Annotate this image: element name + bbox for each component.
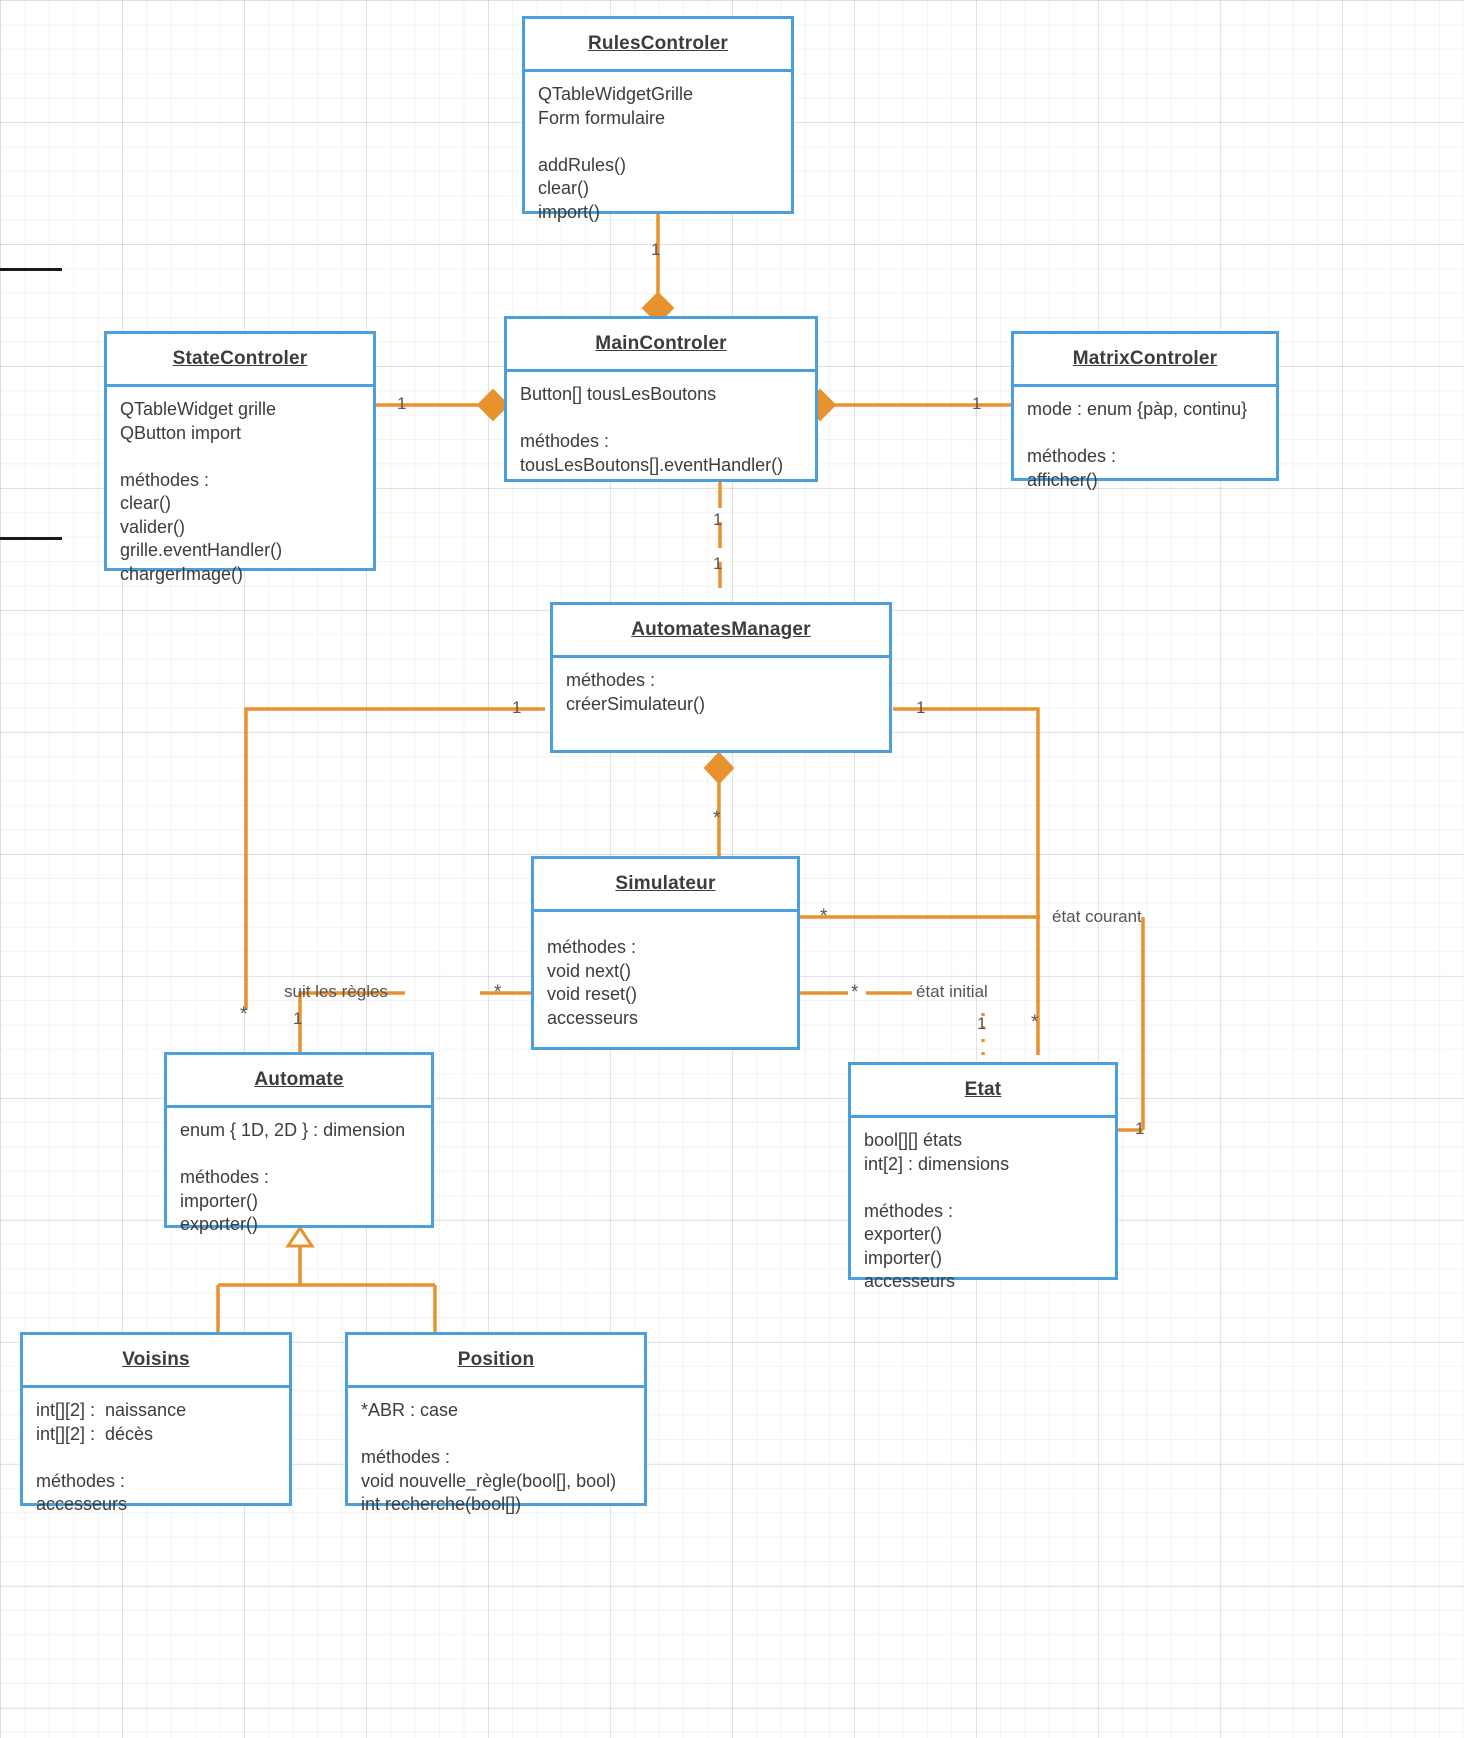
class-title-main-controler: MainControler [507, 319, 815, 372]
class-box-main-controler[interactable]: MainControler Button[] tousLesBoutons mé… [504, 316, 818, 482]
multiplicity-etat-initial-star: * [851, 982, 859, 1003]
multiplicity-etat-right-one: 1 [1135, 1119, 1145, 1138]
class-body-position: *ABR : case méthodes : void nouvelle_règ… [361, 1400, 617, 1514]
multiplicity-manager-to-simulateur-star: * [713, 808, 721, 829]
class-box-state-controler[interactable]: StateControler QTableWidget grille QButt… [104, 331, 376, 584]
label-etat-courant: état courant [1052, 907, 1142, 926]
class-box-voisins[interactable]: Voisins int[][2] : naissance int[][2] : … [20, 1332, 292, 1514]
class-title-etat: Etat [851, 1065, 1115, 1118]
multiplicity-etat-initial-one: 1 [977, 1014, 987, 1033]
class-title-rules-controler: RulesControler [525, 19, 791, 72]
class-body-simulateur: méthodes : void next() void reset() acce… [547, 937, 639, 1028]
label-suit-les-regles: suit les règles [284, 982, 388, 1001]
class-title-matrix-controler: MatrixControler [1014, 334, 1276, 387]
class-body-rules-controler: QTableWidgetGrille Form formulaire addRu… [538, 84, 694, 222]
multiplicity-main-to-matrix: 1 [972, 394, 982, 413]
class-box-automate[interactable]: Automate enum { 1D, 2D } : dimension mét… [164, 1052, 434, 1234]
multiplicity-etat-courant-star: * [820, 906, 828, 927]
edge-manager-to-etat [893, 707, 1040, 1055]
multiplicity-automate-one: 1 [293, 1009, 303, 1028]
class-title-position: Position [348, 1335, 644, 1388]
multiplicity-simulateur-to-automate-star: * [494, 982, 502, 1003]
multiplicity-etat-courant-drop-star: * [1031, 1012, 1039, 1033]
class-box-matrix-controler[interactable]: MatrixControler mode : enum {pàp, contin… [1011, 331, 1279, 490]
class-box-simulateur[interactable]: Simulateur méthodes : void next() void r… [531, 856, 800, 1050]
class-body-automates-manager: méthodes : créerSimulateur() [566, 670, 706, 714]
label-etat-initial: état initial [916, 982, 988, 1001]
class-box-etat[interactable]: Etat bool[][] états int[2] : dimensions … [848, 1062, 1118, 1291]
class-body-voisins: int[][2] : naissance int[][2] : décès mé… [36, 1400, 187, 1514]
multiplicity-manager-to-etat: 1 [916, 698, 926, 717]
class-title-state-controler: StateControler [107, 334, 373, 387]
class-title-voisins: Voisins [23, 1335, 289, 1388]
class-title-simulateur: Simulateur [534, 859, 797, 912]
class-title-automates-manager: AutomatesManager [553, 605, 889, 658]
multiplicity-manager-to-automate: 1 [512, 698, 522, 717]
class-title-automate: Automate [167, 1055, 431, 1108]
multiplicity-state-to-main: 1 [397, 394, 407, 413]
class-body-automate: enum { 1D, 2D } : dimension méthodes : i… [180, 1120, 406, 1234]
multiplicity-main-to-manager-top: 1 [713, 510, 723, 529]
left-frame-top-edge [0, 268, 62, 271]
class-body-matrix-controler: mode : enum {pàp, continu} méthodes : af… [1027, 399, 1248, 490]
class-body-main-controler: Button[] tousLesBoutons méthodes : tousL… [520, 384, 784, 475]
class-box-automates-manager[interactable]: AutomatesManager méthodes : créerSimulat… [550, 602, 892, 753]
left-frame-bottom-edge [0, 537, 62, 540]
diamond-manager-bottom [703, 751, 735, 785]
class-box-position[interactable]: Position *ABR : case méthodes : void nou… [345, 1332, 647, 1514]
edge-manager-to-automate [244, 707, 545, 1010]
class-body-state-controler: QTableWidget grille QButton import métho… [120, 399, 283, 584]
multiplicity-rules-to-main: 1 [651, 240, 661, 259]
class-box-rules-controler[interactable]: RulesControler QTableWidgetGrille Form f… [522, 16, 794, 222]
multiplicity-automate-star: * [240, 1004, 248, 1025]
multiplicity-main-to-manager-bottom: 1 [713, 554, 723, 573]
class-body-etat: bool[][] états int[2] : dimensions métho… [864, 1130, 1010, 1291]
